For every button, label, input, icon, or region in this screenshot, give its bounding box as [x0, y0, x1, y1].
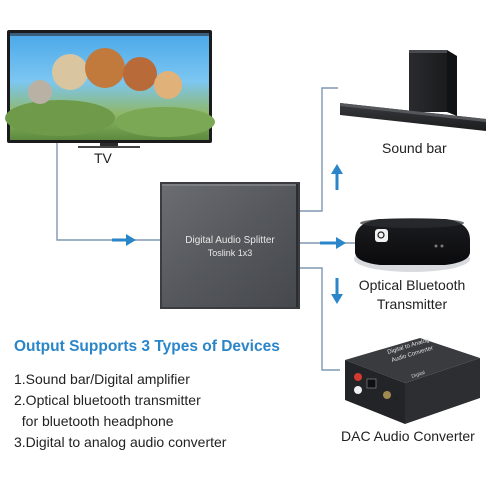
- features-list: 1.Sound bar/Digital amplifier 2.Optical …: [14, 369, 226, 453]
- tv-icon: [5, 30, 215, 148]
- dac-port-label: Digital: [411, 370, 426, 380]
- arrow-down-dac-icon: [331, 278, 343, 304]
- bt-label-line1: Optical Bluetooth: [358, 277, 466, 293]
- soundbar-label: Sound bar: [382, 140, 447, 156]
- audio-splitter-device: [160, 182, 300, 309]
- dac-converter-icon: Digital Digital to Analog Audio Converte…: [345, 337, 480, 424]
- tv-label: TV: [94, 150, 112, 166]
- dac-label: DAC Audio Converter: [341, 428, 475, 444]
- splitter-to-soundbar-line: [297, 87, 338, 212]
- splitter-subtitle: Toslink 1x3: [208, 248, 253, 258]
- features-item-2: 2.Optical bluetooth transmitter: [14, 392, 201, 408]
- features-item-3: 3.Digital to analog audio converter: [14, 434, 227, 450]
- splitter-to-dac-line: [297, 267, 340, 371]
- arrow-right-bt-icon: [320, 237, 346, 249]
- arrow-up-soundbar-icon: [331, 164, 343, 190]
- soundbar-icon: [340, 50, 486, 131]
- features-item-1: 1.Sound bar/Digital amplifier: [14, 371, 190, 387]
- splitter-title: Digital Audio Splitter: [185, 235, 275, 246]
- arrow-right-input-icon: [112, 234, 136, 246]
- features-headline: Output Supports 3 Types of Devices: [14, 338, 280, 355]
- bt-label-line2: Transmitter: [376, 296, 448, 312]
- bluetooth-transmitter-icon: [354, 218, 470, 272]
- features-item-2-cont: for bluetooth headphone: [14, 413, 174, 429]
- arrows: [112, 164, 346, 304]
